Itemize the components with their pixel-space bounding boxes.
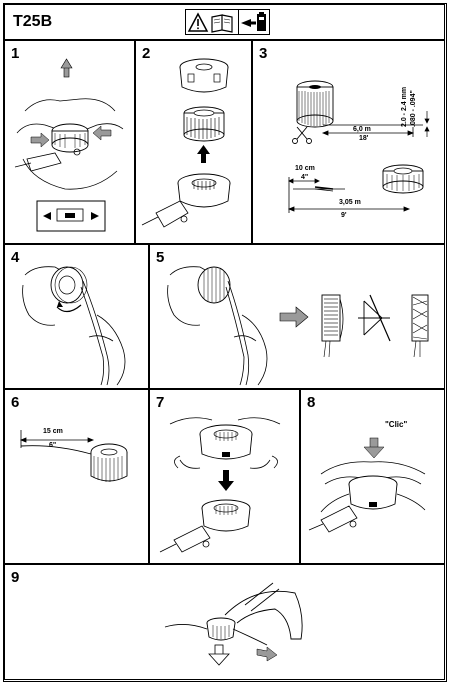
step-number: 8: [307, 394, 316, 411]
battery-removal-box: [238, 9, 270, 35]
correct-winding-spool: [321, 294, 344, 358]
spool-cover: [199, 424, 253, 460]
step-7-illustration: [159, 417, 281, 553]
scissors-icon: [292, 126, 312, 144]
spool-cap: [51, 123, 89, 156]
loaded-spool: [90, 443, 128, 482]
end-length-imperial: 6": [49, 442, 57, 449]
step-2-illustration: [141, 58, 231, 228]
step-panel-9: 9: [4, 564, 445, 680]
header-bar: T25B: [4, 4, 445, 40]
header-icon-group: [185, 9, 270, 35]
instruction-sheet: T25B: [3, 3, 447, 682]
spool: [183, 106, 225, 142]
press-down-arrow-icon: [363, 437, 385, 459]
hand-holding-spool: [22, 266, 126, 386]
step-panel-7: 7: [149, 389, 300, 564]
step-panel-8: 8 "Clic": [300, 389, 445, 564]
hands-holding-cover: [169, 417, 281, 469]
end-length-metric: 10 cm: [295, 165, 315, 172]
half-length-imperial: 9': [341, 212, 347, 219]
incorrect-winding-indicator: [358, 294, 391, 342]
step-panel-5: 5: [149, 244, 445, 389]
trimmer-shaft: [14, 152, 62, 172]
line-length-imperial: 18': [359, 135, 369, 142]
trimmer-head: [206, 617, 236, 641]
spool-side-view: [197, 266, 231, 304]
open-book-icon: [211, 14, 233, 33]
end-length-imperial: 4": [301, 174, 309, 181]
line-length-metric: 6,0 m: [353, 126, 371, 133]
pull-arrow-icon: [256, 646, 278, 662]
line-diameter-metric: 2.0 - 2.4 mm: [401, 86, 408, 127]
step-number: 5: [156, 249, 165, 266]
half-length-metric: 3,05 m: [339, 199, 361, 206]
step-panel-6: 6 15 cm: [4, 389, 149, 564]
line-length-3m: [287, 177, 411, 213]
step-number: 2: [142, 45, 151, 62]
up-arrow-icon: [60, 58, 73, 78]
incorrect-winding-spool: [411, 294, 429, 358]
trimmer-shaft: [159, 525, 211, 553]
right-arrow-icon: [279, 306, 309, 328]
step-6-illustration: [19, 430, 128, 482]
warning-triangle-icon: [187, 12, 209, 32]
step-panel-1: 1: [4, 40, 135, 244]
header-icons: [187, 12, 233, 33]
line-end: [20, 445, 92, 455]
down-arrow-icon: [218, 470, 234, 491]
step-5-illustration: [167, 266, 429, 386]
step-number: 6: [11, 394, 20, 411]
line-ends: [320, 493, 426, 513]
line-length-6m: [321, 124, 423, 137]
trimmer-shaft: [308, 505, 358, 533]
line-spool-roll: [296, 80, 334, 128]
spool-side-view: [50, 266, 88, 304]
trimmer-lines: [164, 624, 268, 646]
step-1-illustration: [14, 58, 124, 232]
trimmer-guard: [224, 582, 303, 640]
model-title: T25B: [13, 13, 53, 30]
step-panel-2: 2: [135, 40, 252, 244]
end-length-metric: 15 cm: [43, 428, 63, 435]
step-panel-3: 3: [252, 40, 445, 244]
step-8-illustration: [308, 437, 426, 533]
loaded-spool: [382, 164, 424, 194]
trimmer-shaft: [141, 200, 189, 228]
step-3-illustration: [287, 80, 430, 213]
line-strands: [225, 280, 250, 386]
assembled-head: [348, 475, 398, 510]
line-diameter-imperial: .080 - .094": [410, 90, 417, 127]
squeeze-arrow-right-icon: [92, 125, 112, 141]
step-number: 4: [11, 249, 20, 266]
click-sound-text: "Clic": [385, 420, 408, 429]
spool-cover: [179, 58, 229, 93]
detail-inset: [36, 200, 106, 232]
rotate-arrow-icon: [56, 301, 82, 313]
end-length-dimension: [19, 430, 95, 448]
squeeze-arrow-left-icon: [30, 132, 50, 148]
step-number: 9: [11, 569, 20, 586]
step-number: 1: [11, 45, 20, 62]
down-arrow-icon: [208, 644, 230, 666]
battery-removal-icon: [241, 12, 266, 31]
diameter-indicator: [424, 111, 430, 137]
line-strands: [80, 280, 110, 386]
hand-winding-spool: [167, 266, 268, 386]
step-4-illustration: [22, 266, 126, 386]
step-panel-4: 4: [4, 244, 149, 389]
step-number: 3: [259, 45, 268, 62]
trimmer-head-base: [177, 173, 231, 208]
up-arrow-icon: [197, 145, 210, 163]
trimmer-head-base: [201, 499, 251, 532]
step-number: 7: [156, 394, 165, 411]
step-9-illustration: [164, 582, 303, 666]
